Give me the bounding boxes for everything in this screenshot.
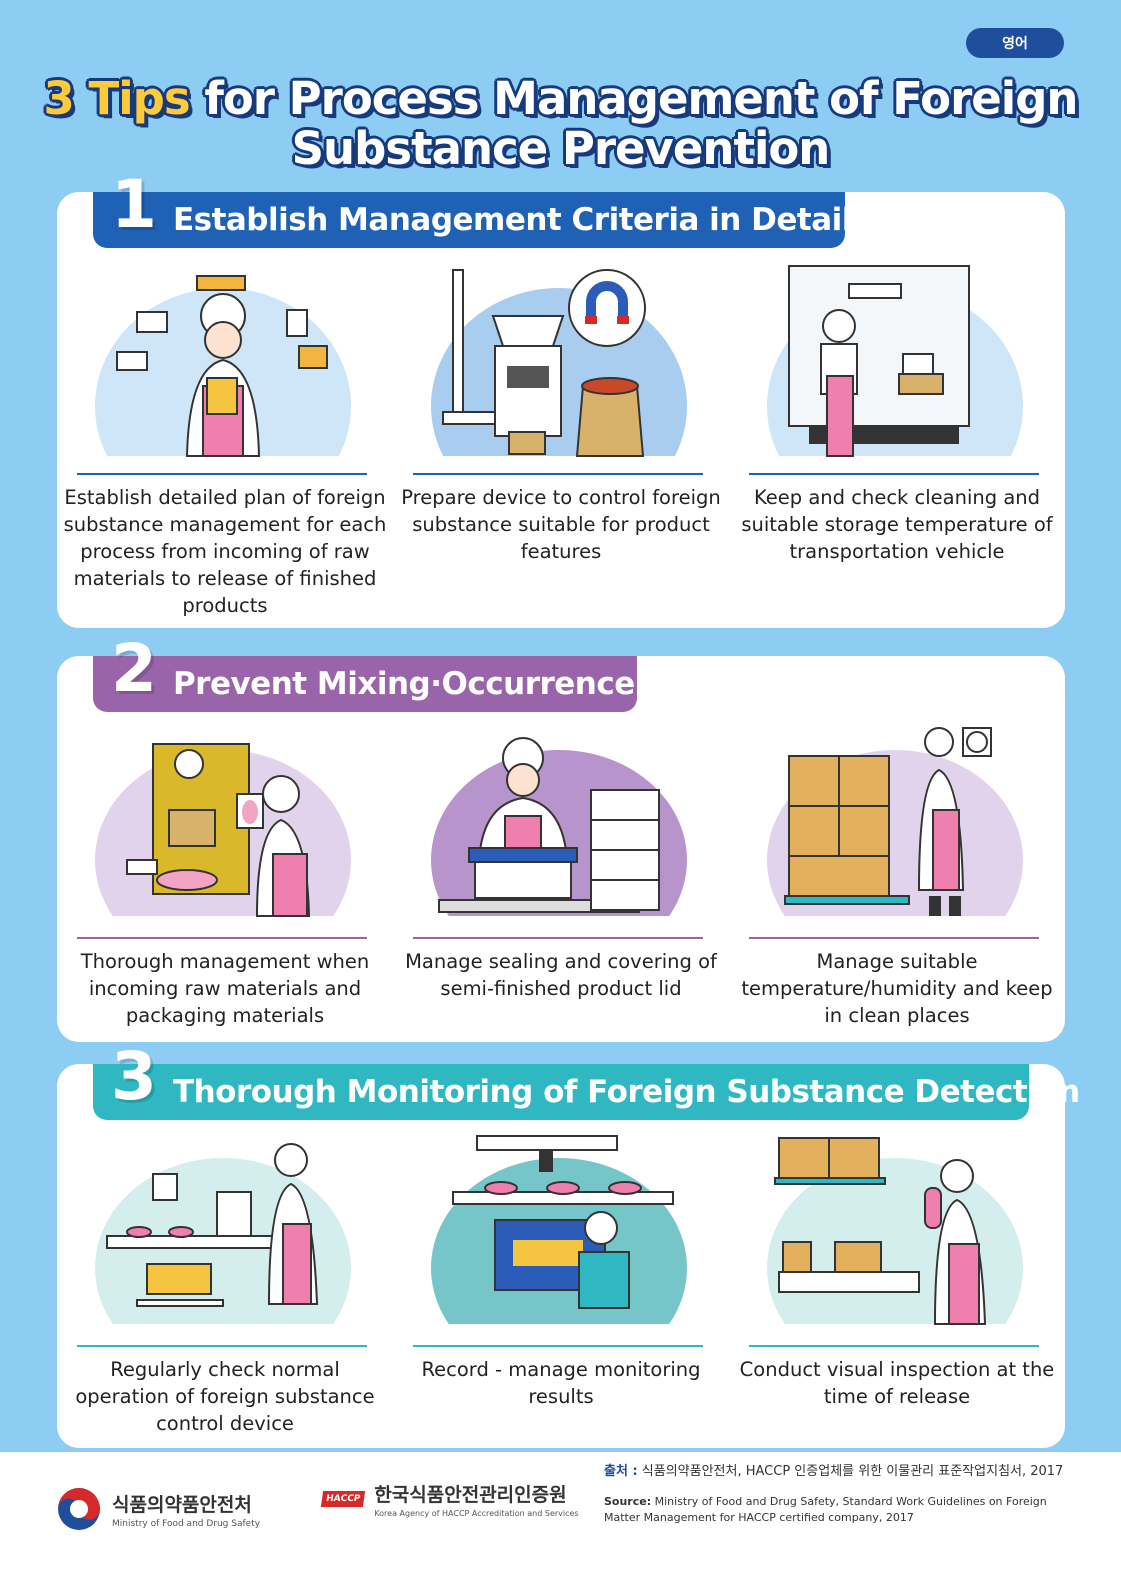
divider — [77, 937, 367, 939]
tip-caption: Keep and check cleaning and suitable sto… — [741, 486, 1053, 563]
source-en-label: Source: — [604, 1495, 652, 1508]
tip-caption: Conduct visual inspection at the time of… — [739, 1358, 1055, 1408]
section-2: 2 Prevent Mixing·Occurrence — [57, 636, 1065, 1042]
visual-inspection-illustration — [729, 1120, 1065, 1344]
haccp-korean-name: 한국식품안전관리인증원 — [374, 1484, 567, 1506]
tip-item: Manage suitable temperature/humidity and… — [729, 712, 1065, 1027]
divider — [77, 1345, 367, 1347]
language-badge: 영어 — [966, 28, 1064, 58]
tip-caption: Record - manage monitoring results — [421, 1358, 701, 1408]
tip-item: Conduct visual inspection at the time of… — [729, 1120, 1065, 1408]
haccp-logo: HACCP 한국식품안전관리인증원 Korea Agency of HACCP … — [320, 1480, 579, 1518]
section-2-heading: Prevent Mixing·Occurrence — [172, 666, 635, 702]
truck-inspection-illustration — [729, 248, 1065, 472]
section-1-banner: 1 Establish Management Criteria in Detai… — [93, 172, 870, 248]
section-1: 1 Establish Management Criteria in Detai… — [57, 172, 1065, 628]
page-title: 3 Tips for Process Management of Foreign… — [0, 74, 1121, 174]
footer: 식품의약품안전처 Ministry of Food and Drug Safet… — [0, 1452, 1121, 1586]
tip-item: Keep and check cleaning and suitable sto… — [729, 248, 1065, 563]
haccp-english-name: Korea Agency of HACCP Accreditation and … — [374, 1509, 579, 1518]
section-2-banner: 2 Prevent Mixing·Occurrence — [93, 636, 637, 712]
tip-caption: Establish detailed plan of foreign subst… — [63, 486, 387, 617]
tip-caption: Prepare device to control foreign substa… — [401, 486, 721, 563]
section-3: 3 Thorough Monitoring of Foreign Substan… — [57, 1044, 1080, 1448]
tip-item: Thorough management when incoming raw ma… — [57, 712, 393, 1027]
source-en-text: Ministry of Food and Drug Safety, Standa… — [604, 1495, 1047, 1524]
section-3-number: 3 — [111, 1038, 157, 1115]
tip-item: Establish detailed plan of foreign subst… — [57, 248, 393, 617]
incoming-materials-illustration — [57, 712, 393, 936]
haccp-badge-icon: HACCP — [320, 1491, 366, 1507]
section-1-number: 1 — [111, 166, 157, 243]
tip-caption: Manage sealing and covering of semi-fini… — [405, 950, 717, 1000]
monitoring-screen-illustration — [393, 1120, 729, 1344]
tip-item: Prepare device to control foreign substa… — [393, 248, 729, 563]
divider — [77, 473, 367, 475]
divider — [749, 937, 1039, 939]
source-ko-label: 출처 : — [604, 1464, 638, 1479]
section-2-number: 2 — [111, 630, 157, 707]
tip-caption: Thorough management when incoming raw ma… — [80, 950, 370, 1027]
tip-caption: Manage suitable temperature/humidity and… — [741, 950, 1053, 1027]
mfds-logo: 식품의약품안전처 Ministry of Food and Drug Safet… — [56, 1486, 260, 1532]
tip-item: Record - manage monitoring results — [393, 1120, 729, 1408]
title-line2: Substance Prevention — [291, 122, 831, 175]
source-citation: 출처 : 식품의약품안전처, HACCP 인증업체를 위한 이물관리 표준작업지… — [604, 1462, 1074, 1526]
storage-warehouse-illustration — [729, 712, 1065, 936]
title-line1: for Process Management of Foreign — [204, 72, 1078, 125]
mfds-korean-name: 식품의약품안전처 — [112, 1493, 252, 1516]
magnet-device-illustration — [393, 248, 729, 472]
title-highlight: 3 Tips — [43, 72, 191, 125]
divider — [413, 937, 703, 939]
divider — [413, 473, 703, 475]
tip-caption: Regularly check normal operation of fore… — [75, 1358, 375, 1435]
section-3-banner: 3 Thorough Monitoring of Foreign Substan… — [93, 1044, 1080, 1120]
worker-planning-illustration — [57, 248, 393, 472]
section-1-heading: Establish Management Criteria in Details — [172, 202, 870, 238]
source-ko-text: 식품의약품안전처, HACCP 인증업체를 위한 이물관리 표준작업지침서, 2… — [641, 1464, 1064, 1479]
tip-item: Regularly check normal operation of fore… — [57, 1120, 393, 1435]
taegeuk-emblem-icon — [58, 1488, 100, 1530]
control-device-check-illustration — [57, 1120, 393, 1344]
divider — [749, 473, 1039, 475]
divider — [413, 1345, 703, 1347]
divider — [749, 1345, 1039, 1347]
mfds-english-name: Ministry of Food and Drug Safety — [112, 1518, 261, 1529]
tip-item: Manage sealing and covering of semi-fini… — [393, 712, 729, 1000]
section-3-heading: Thorough Monitoring of Foreign Substance… — [172, 1074, 1080, 1110]
sealing-lid-illustration — [393, 712, 729, 936]
